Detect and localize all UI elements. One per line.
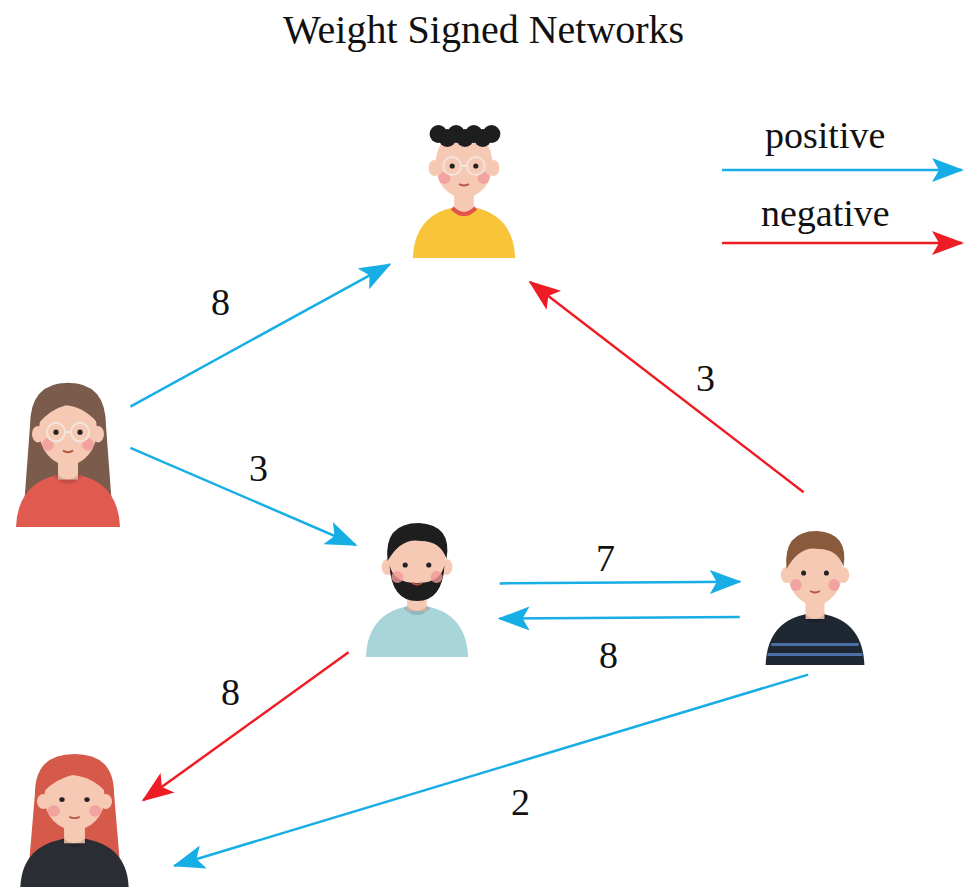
diagram-title: Weight Signed Networks [283, 10, 684, 50]
negative-edge [143, 652, 348, 800]
legend-positive-line [722, 169, 962, 172]
person-figure [758, 505, 872, 665]
person-figure [358, 497, 476, 657]
person-node [405, 98, 523, 258]
negative-edge [530, 282, 804, 492]
person-node [758, 505, 872, 665]
positive-edge [500, 617, 740, 619]
edge-weight: 3 [696, 359, 715, 397]
positive-edge [130, 448, 355, 545]
edge-weight: 8 [211, 283, 230, 321]
edge-weight: 8 [599, 636, 618, 674]
positive-edge [500, 582, 740, 584]
edge-weight: 8 [221, 673, 240, 711]
positive-edge [130, 264, 389, 406]
person-node [8, 362, 128, 527]
person-figure [12, 735, 137, 887]
person-node [358, 497, 476, 657]
positive-edge [175, 675, 809, 866]
edge-weight: 3 [249, 449, 268, 487]
legend-text: positive [765, 116, 885, 154]
person-figure [405, 98, 523, 258]
legend-text: negative [761, 194, 890, 232]
person-figure [8, 362, 128, 527]
edge-weight: 2 [511, 783, 530, 821]
person-node [12, 735, 137, 887]
legend-negative-line [722, 242, 962, 245]
edge-weight: 7 [596, 539, 615, 577]
